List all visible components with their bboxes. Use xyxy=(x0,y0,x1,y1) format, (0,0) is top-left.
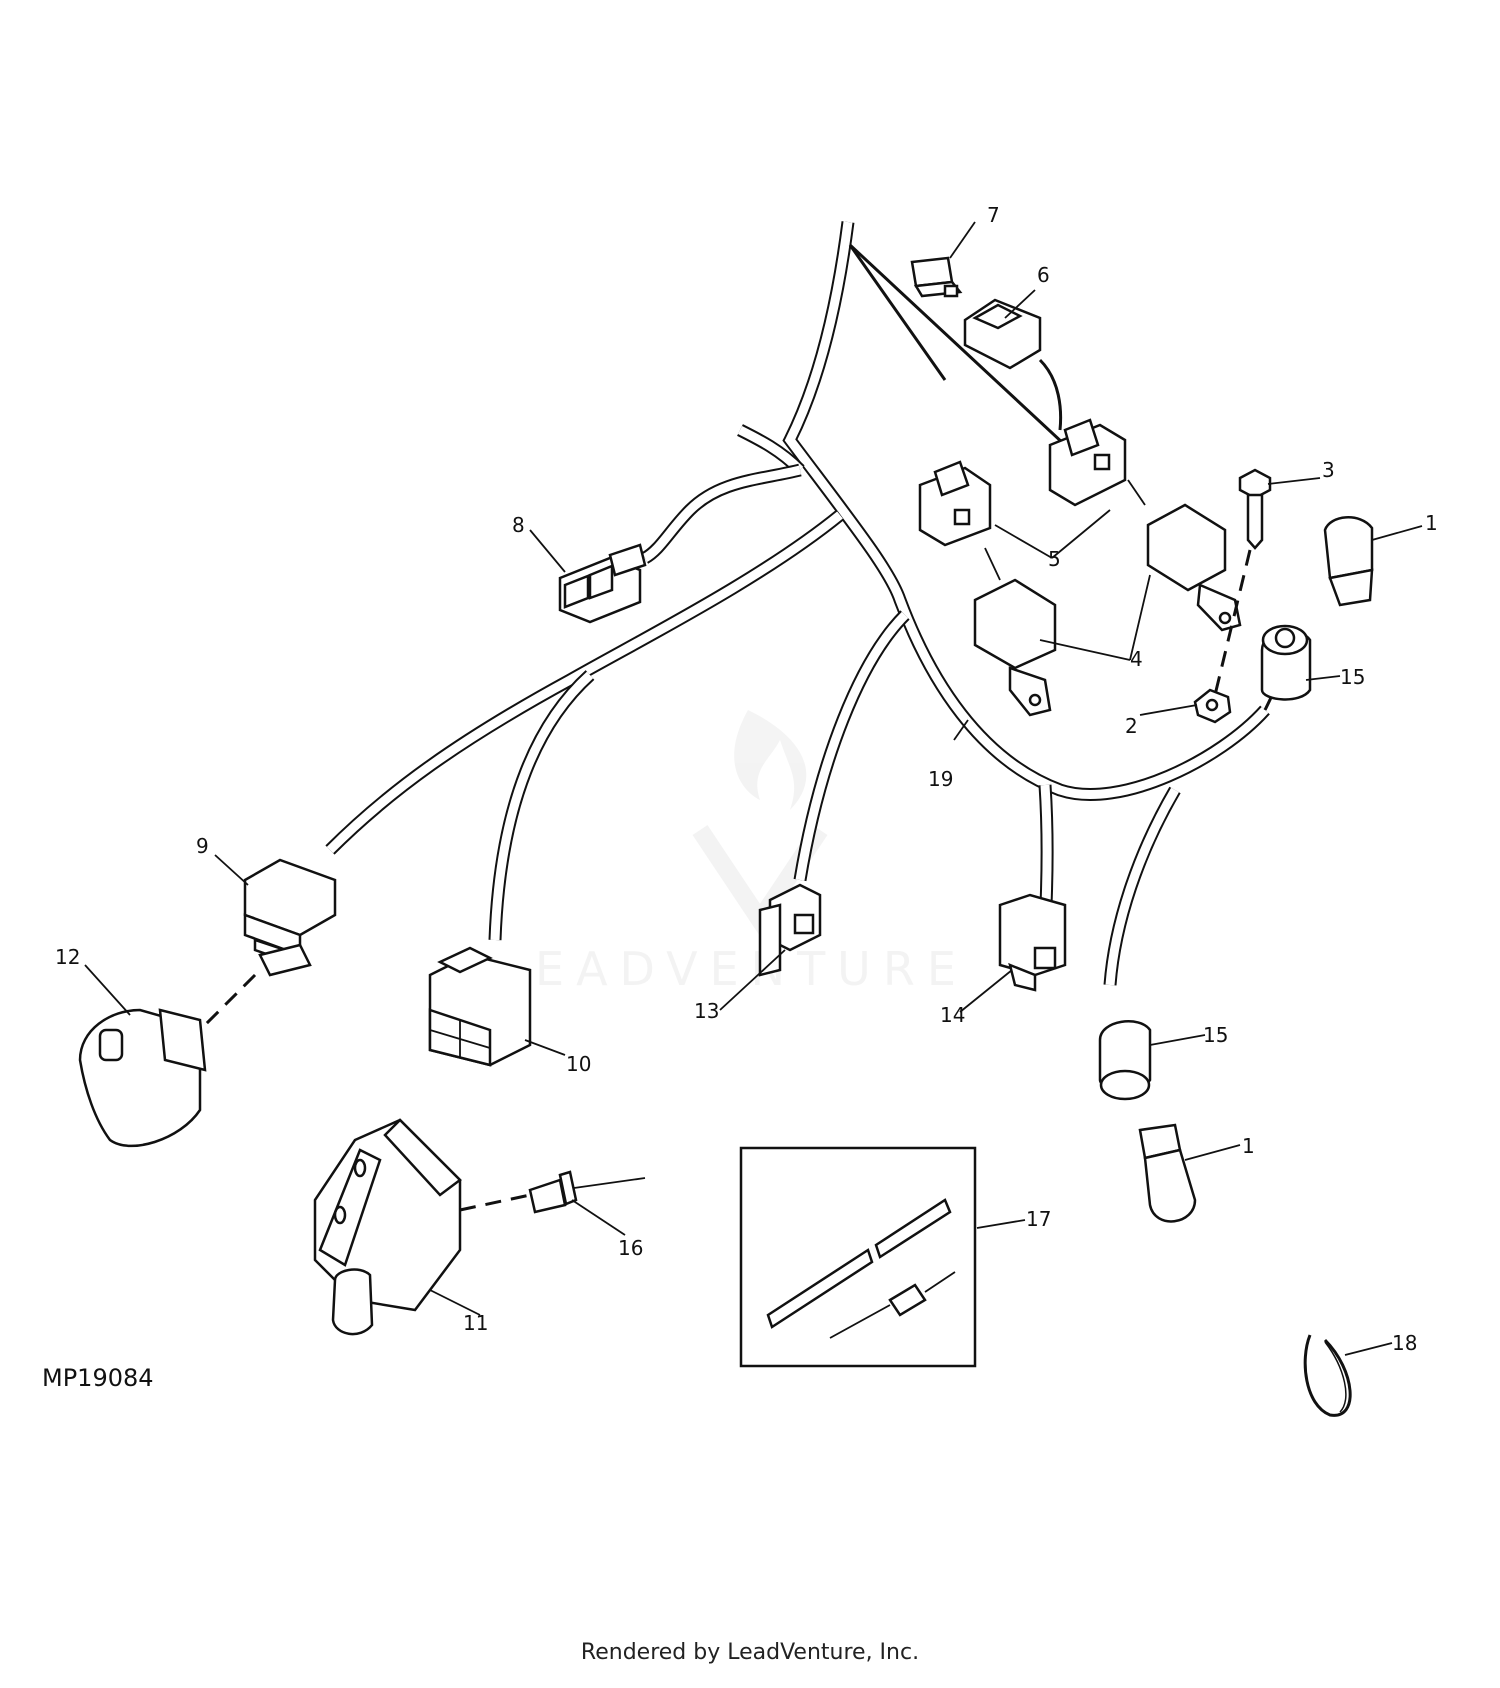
callout-14: 14 xyxy=(940,1003,965,1027)
clip-part-18 xyxy=(1303,1334,1352,1417)
callout-19: 19 xyxy=(928,767,953,791)
leader-lines xyxy=(84,221,1423,1356)
callout-8: 8 xyxy=(512,513,525,537)
callout-6: 6 xyxy=(1037,263,1050,287)
callout-7: 7 xyxy=(987,203,1000,227)
figure-id: MP19084 xyxy=(42,1364,154,1392)
fuse-part-7 xyxy=(910,256,963,298)
callout-3: 3 xyxy=(1322,458,1335,482)
relay-socket-part-5a xyxy=(1048,418,1127,507)
callout-10: 10 xyxy=(566,1052,591,1076)
bolt-part-3 xyxy=(1238,468,1272,550)
callout-16: 16 xyxy=(618,1236,643,1260)
nut-part-2 xyxy=(1193,688,1232,724)
connector-part-14 xyxy=(998,893,1067,992)
lead-to-relay-socket-left xyxy=(848,244,947,381)
connector-part-13 xyxy=(758,883,822,977)
connector-part-9 xyxy=(243,858,337,977)
kit-box-part-17 xyxy=(739,1146,977,1368)
lead-to-relay-socket-right xyxy=(848,243,1067,447)
harness-19 xyxy=(325,221,1277,986)
relay-part-4b xyxy=(973,578,1057,717)
callout-1-lower: 1 xyxy=(1242,1134,1255,1158)
pin-part-16 xyxy=(528,1170,646,1214)
callout-5: 5 xyxy=(1048,547,1061,571)
connector-9-to-switch-12-dashed xyxy=(188,973,257,1042)
callout-15-upper: 15 xyxy=(1340,665,1365,689)
callout-2: 2 xyxy=(1125,714,1138,738)
callout-18: 18 xyxy=(1392,1331,1417,1355)
switch-11-to-16-dashed xyxy=(459,1193,531,1212)
connector-part-8 xyxy=(558,543,647,624)
callout-17: 17 xyxy=(1026,1207,1051,1231)
relay-part-4a xyxy=(1146,503,1242,632)
callout-9: 9 xyxy=(196,834,209,858)
connector-part-10 xyxy=(428,946,532,1067)
callout-13: 13 xyxy=(694,999,719,1023)
watermark-text: EADVENTURE xyxy=(535,942,968,996)
switch-part-11 xyxy=(313,1118,462,1336)
watermark: EADVENTURE xyxy=(535,710,968,996)
bulb-part-1-upper xyxy=(1323,516,1374,607)
relay-socket-part-5b xyxy=(918,460,992,547)
bulb-part-1-lower xyxy=(1138,1123,1197,1223)
callout-11: 11 xyxy=(463,1311,488,1335)
callout-12: 12 xyxy=(55,945,80,969)
socket-part-15-upper xyxy=(1260,624,1312,701)
socket-part-15-lower xyxy=(1098,1020,1152,1101)
footer-credit: Rendered by LeadVenture, Inc. xyxy=(580,1640,920,1665)
callout-1-upper: 1 xyxy=(1425,511,1438,535)
fuse-holder-part-6 xyxy=(963,298,1042,370)
switch-part-12 xyxy=(78,1008,207,1148)
callout-15-lower: 15 xyxy=(1203,1023,1228,1047)
watermark-flame-icon xyxy=(734,710,807,810)
callout-4: 4 xyxy=(1130,647,1143,671)
